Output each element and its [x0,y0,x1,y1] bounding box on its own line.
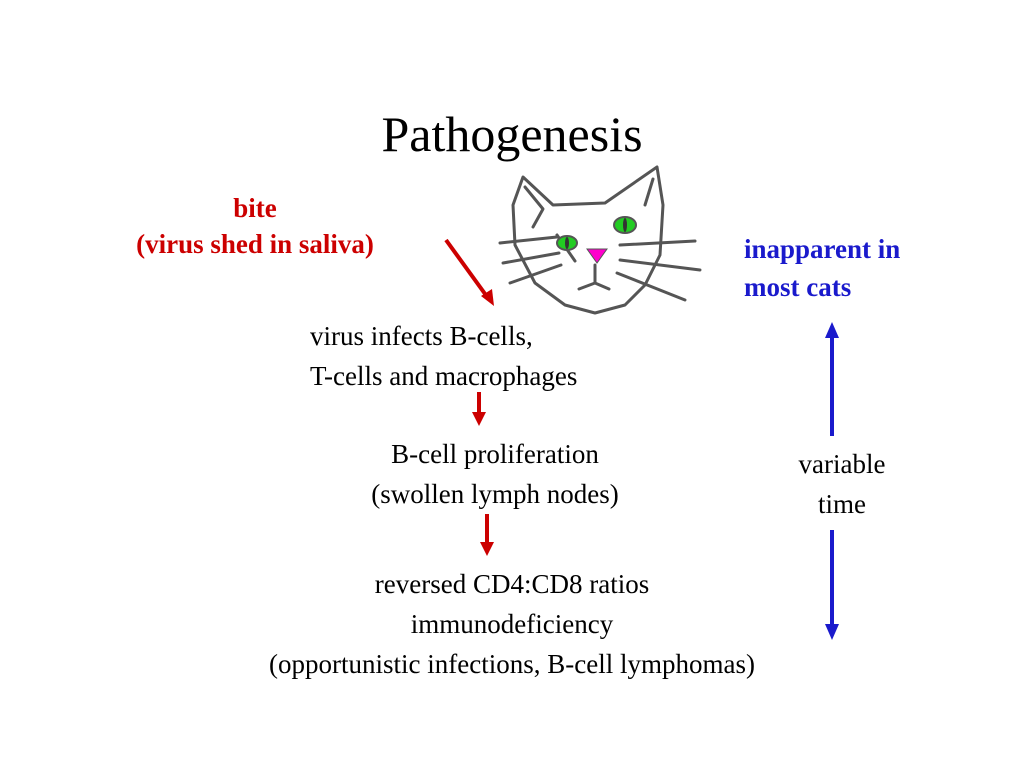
step-1-line2: T-cells and macrophages [310,361,578,391]
variable-time-line2: time [818,489,866,519]
bite-label: bite (virus shed in saliva) [90,190,420,262]
bite-label-line1: bite [233,193,277,223]
step-b-cell-proliferation: B-cell proliferation (swollen lymph node… [295,434,695,514]
step-1-line1: virus infects B-cells, [310,321,533,351]
variable-time-line1: variable [798,449,886,479]
step-immunodeficiency: reversed CD4:CD8 ratios immunodeficiency… [112,564,912,684]
step-3-line1: reversed CD4:CD8 ratios [374,569,650,599]
step-virus-infects: virus infects B-cells, T-cells and macro… [310,316,710,396]
slide-title: Pathogenesis [381,106,643,162]
inapparent-note-line2: most cats [744,272,852,302]
step-2-line2: (swollen lymph nodes) [371,479,619,509]
inapparent-note-line1: inapparent in [744,234,901,264]
step-2-line1: B-cell proliferation [391,439,599,469]
bite-label-line2: (virus shed in saliva) [136,229,374,259]
cat-face-icon [498,165,702,315]
down-arrow-1 [472,392,486,426]
down-arrow-2 [480,514,494,556]
variable-time-label: variable time [752,444,932,524]
step-3-line2: immunodeficiency [410,609,614,639]
inapparent-note: inapparent in most cats [744,230,1004,306]
step-3-line3: (opportunistic infections, B-cell lympho… [269,649,755,679]
